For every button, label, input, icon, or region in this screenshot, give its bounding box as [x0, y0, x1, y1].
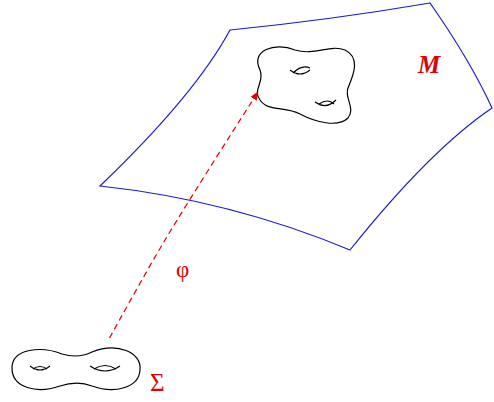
outline-path [100, 3, 492, 250]
handle-curve [94, 366, 116, 370]
map-label: φ [176, 258, 189, 281]
handle-curve [30, 366, 50, 370]
space-label: M [418, 52, 440, 77]
handle-curve [90, 366, 120, 371]
manifold-sheet: M [100, 0, 494, 254]
surface-sigma: Σ [2, 338, 182, 400]
surface-label: Σ [150, 370, 165, 395]
manifold-sheet-outline [100, 0, 494, 254]
outline-path [12, 348, 140, 389]
embedded-surface-outline [257, 47, 354, 123]
handle-curve [33, 367, 47, 370]
mapping-arrow [110, 92, 258, 338]
